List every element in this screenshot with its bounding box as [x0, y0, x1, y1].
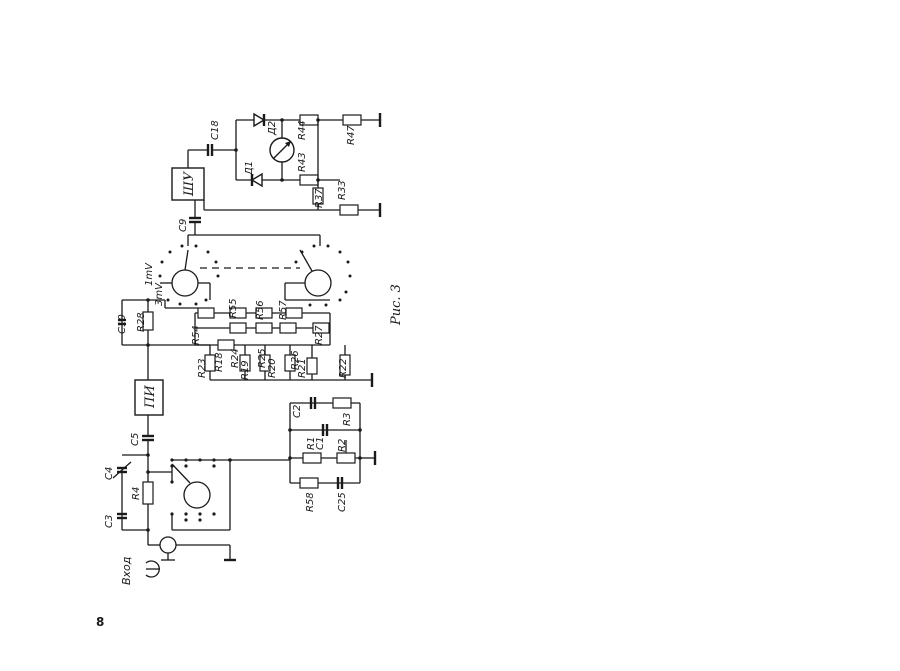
label-r19: R19 [240, 360, 251, 380]
range-label-1mv: 1mV [144, 262, 155, 286]
resistor-r33 [339, 204, 359, 216]
resistor-r47 [342, 114, 362, 126]
resistor-r43 [299, 174, 319, 186]
switch-left-icon [171, 269, 199, 297]
resistor-r4 [142, 481, 154, 505]
resistor-r19 [239, 354, 251, 372]
component-labels: C3 C4 R4 C5 C2 R3 C1 R1 R2 R58 C25 R23 R… [104, 120, 357, 528]
label-r3: R3 [342, 413, 353, 426]
resistor-r27 [312, 322, 330, 334]
input-switch-contacts [146, 453, 232, 532]
resistor-r26 [279, 322, 297, 334]
label-r47: R47 [346, 125, 357, 145]
resistor-r28 [142, 311, 154, 331]
label-r33: R33 [337, 180, 348, 200]
page-number: 8 [96, 615, 104, 629]
resistor-r57 [285, 307, 303, 319]
label-c4: C4 [104, 467, 115, 480]
amplifier-section [171, 144, 382, 224]
label-r56: R56 [255, 300, 266, 320]
label-r1: R1 [306, 437, 317, 450]
switch-right-icon [304, 269, 332, 297]
input-switch-icon [183, 481, 211, 509]
r28-c10-branch [118, 298, 198, 347]
resistor-r56 [255, 307, 273, 319]
label-r18: R18 [214, 352, 225, 372]
label-r54: R54 [191, 325, 202, 345]
resistor-r37 [312, 187, 324, 205]
resistor-r55 [229, 307, 247, 319]
label-r43: R43 [297, 152, 308, 172]
label-c25: C25 [337, 492, 348, 512]
resistor-r20 [259, 354, 271, 372]
label-c5: C5 [130, 433, 141, 446]
label-c3: C3 [104, 515, 115, 528]
pi-block-label: ПИ [143, 385, 158, 409]
range-switch-right [284, 244, 352, 307]
input-connector-icon [159, 536, 177, 554]
label-r20: R20 [267, 358, 278, 378]
label-r25: R25 [257, 348, 268, 368]
resistor-r18 [204, 354, 216, 372]
figure-caption: Рис. 3 [389, 284, 404, 326]
range-label-3mv: 3mV [154, 282, 165, 306]
label-r23: R23 [197, 358, 208, 378]
resistor-r21 [306, 357, 318, 375]
label-r2: R2 [337, 439, 348, 452]
label-r55: R55 [228, 298, 239, 318]
diode-d2 [253, 112, 266, 128]
label-r28: R28 [136, 312, 147, 332]
label-c18: C18 [210, 120, 221, 140]
label-r22: R22 [338, 358, 349, 378]
label-r21: R21 [297, 358, 308, 378]
rc-attenuator-network [288, 397, 377, 489]
label-r27: R27 [314, 325, 325, 345]
resistor-r25 [255, 322, 273, 334]
input-label: Вход [120, 557, 133, 585]
label-d2: Д2 [267, 121, 278, 136]
label-d1: Д1 [244, 161, 255, 176]
resistor-r58 [299, 477, 319, 489]
resistor-r22 [339, 354, 351, 376]
diode-d1 [250, 172, 263, 188]
label-c10: C10 [117, 314, 128, 334]
resistor-r3 [332, 397, 352, 409]
label-r37: R37 [314, 188, 325, 208]
resistor-r54 [197, 307, 215, 319]
resistor-r2 [336, 452, 356, 464]
resistor-r23 [217, 339, 235, 351]
resistor-r26-shunt [284, 354, 296, 372]
label-r4: R4 [131, 487, 142, 500]
label-r57: R57 [278, 300, 289, 320]
switch-to-c9-wiring [187, 222, 321, 246]
resistor-r24 [229, 322, 247, 334]
label-c9: C9 [178, 219, 189, 232]
ladder-resistors [197, 307, 351, 376]
label-c1: C1 [315, 437, 326, 450]
pi-block [134, 345, 164, 416]
meter-bridge [234, 112, 382, 210]
label-r24: R24 [230, 348, 241, 368]
resistor-r1 [302, 452, 322, 464]
range-switch-left [158, 244, 220, 306]
label-c2: C2 [292, 405, 303, 418]
label-r44: R44 [297, 120, 308, 140]
label-r58: R58 [305, 492, 316, 512]
input-stage [112, 415, 290, 578]
shu-block-label: ШУ [182, 170, 197, 197]
label-r26: R26 [290, 350, 301, 370]
